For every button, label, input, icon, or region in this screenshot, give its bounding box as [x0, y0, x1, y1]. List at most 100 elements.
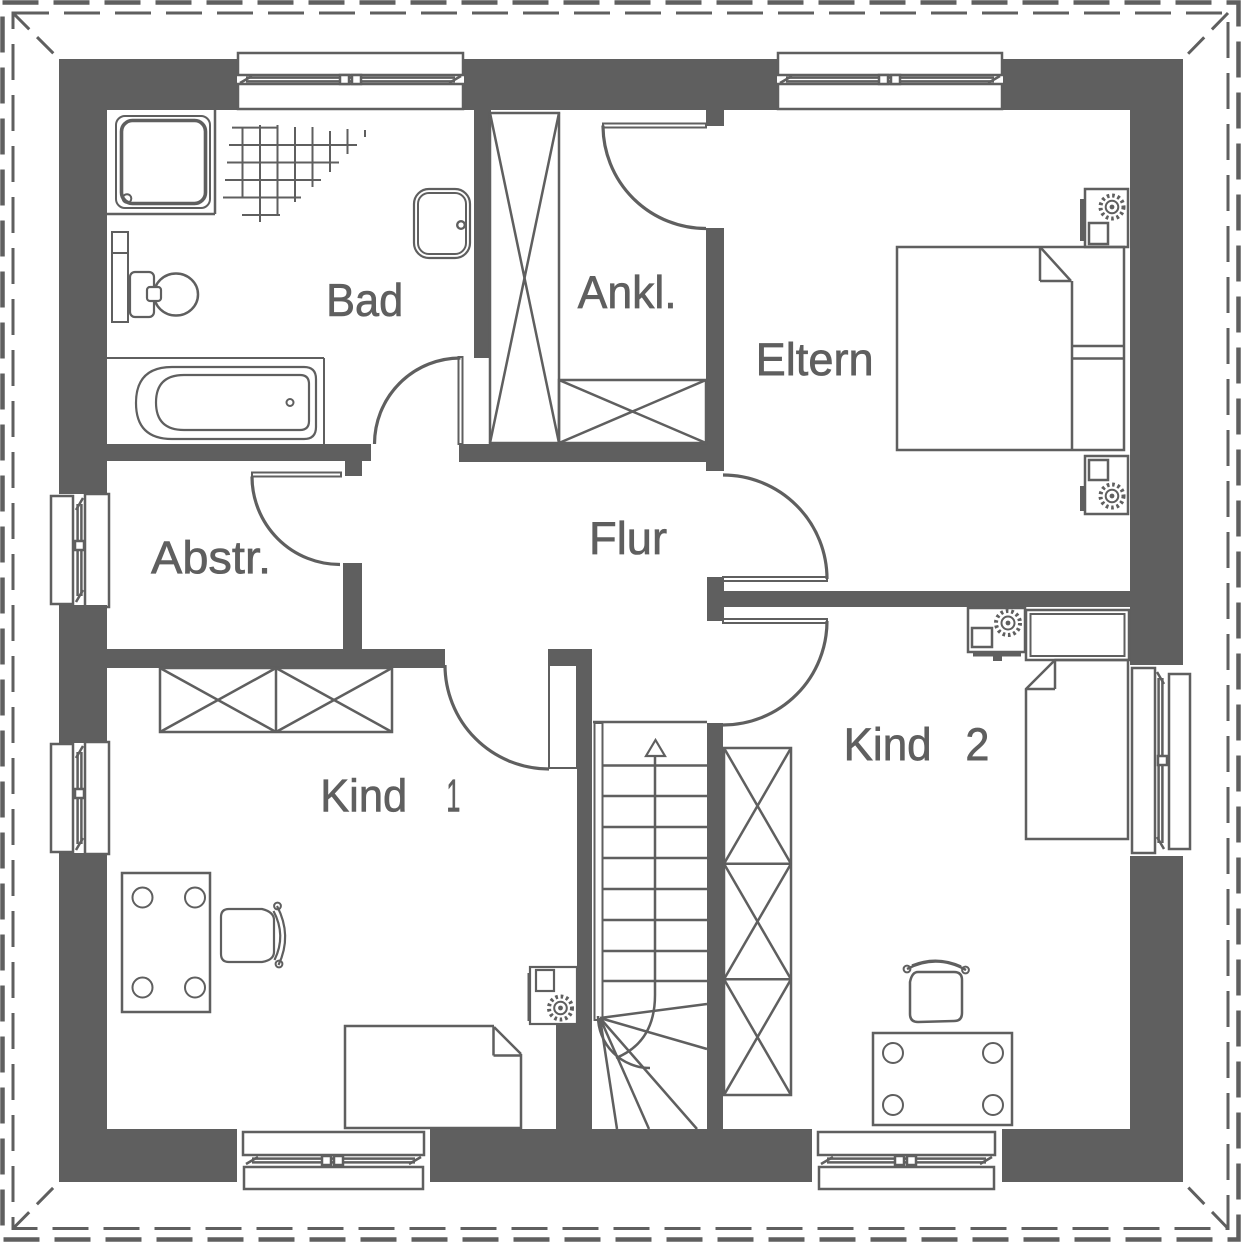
door-eltern-swing	[722, 473, 829, 580]
washbasin	[412, 187, 472, 260]
stair-direction-arrow	[644, 737, 667, 758]
wardrobe-ankleide-tall	[488, 111, 561, 445]
door-kind1	[443, 664, 578, 771]
chair-kind1	[219, 901, 287, 969]
door-abstellraum-leaf	[251, 471, 342, 478]
wall-ankleide-eltern	[706, 228, 724, 471]
bed-kind2-pillow	[1024, 608, 1131, 662]
wall-flur-east-stub	[707, 577, 724, 621]
toilet-flush	[145, 285, 163, 303]
room-labels: Bad Ankl. Eltern Abstr. Flur Kind 1 Kind…	[151, 266, 990, 822]
door-eltern-leaf	[722, 576, 828, 582]
roof-hip-bottom-right	[1181, 1180, 1230, 1230]
bathtub-inner	[154, 373, 311, 432]
roof-eave-dashed-rect	[11, 11, 1230, 1230]
desk-kind2	[871, 1031, 1014, 1127]
stair-winder-treads	[596, 1002, 708, 1130]
bed-kind2	[1024, 608, 1131, 841]
exterior-wall-left	[59, 59, 107, 1182]
toilet	[111, 231, 200, 323]
window-kind1-south	[237, 1129, 430, 1191]
washbasin-outer	[412, 187, 472, 260]
heater-dial-dotted	[547, 994, 574, 1022]
bathtub-outer	[134, 365, 318, 441]
wall-eltern-kind2	[723, 591, 1130, 607]
exterior-wall-bottom	[59, 1129, 1183, 1182]
wall-stairwell-west	[577, 665, 592, 1024]
nightstand-south-tab	[1080, 486, 1085, 511]
bathroom-tiles	[223, 125, 366, 222]
room-label-bad: Bad	[326, 274, 403, 326]
toilet-cistern-panel	[111, 231, 129, 323]
window-eltern	[776, 51, 1004, 111]
exterior-wall-right	[1130, 59, 1183, 1182]
wardrobe-kind1	[158, 666, 394, 734]
kind2-furniture	[722, 606, 1131, 1127]
room-label-kind2: Kind 2	[843, 718, 989, 771]
stair-stringer	[593, 722, 604, 1021]
room-label-ankleide: Ankl.	[578, 266, 677, 318]
door-bad	[372, 356, 464, 445]
chair-kind2	[902, 959, 970, 1024]
window-kind2-south	[812, 1129, 1002, 1191]
nightstand-north	[1080, 187, 1130, 249]
chair-kind1-back-inner	[272, 910, 282, 961]
door-abstellraum-swing	[250, 476, 341, 567]
bed-kind1-outline	[343, 1024, 523, 1130]
window-abstellraum	[49, 492, 111, 609]
wall-ankleide-eltern-top-stub	[706, 110, 724, 126]
wall-stairwell-west-lower	[556, 1024, 592, 1129]
roof-hip-bottom-left	[11, 1180, 61, 1230]
lamp-dotted-ring	[1098, 193, 1126, 221]
desk-kind1	[120, 871, 212, 1014]
windows	[49, 51, 1192, 1191]
exterior-wall-top	[59, 59, 1183, 110]
ankleide-wardrobes	[488, 111, 708, 445]
stair-walk-line	[615, 753, 657, 1060]
roof-hip-top-left	[11, 11, 61, 61]
wall-abstellraum-flur	[343, 563, 362, 668]
double-bed	[895, 245, 1126, 452]
lamp-dotted-ring	[1098, 482, 1126, 510]
interior-walls	[107, 110, 1130, 1129]
room-label-flur: Flur	[589, 512, 667, 564]
window-kind2	[1130, 665, 1192, 856]
room-label-abstellraum: Abstr.	[151, 531, 271, 583]
door-kind1-swing	[443, 664, 550, 771]
bed-kind1	[343, 1024, 523, 1130]
door-ankleide-leaf	[602, 122, 707, 129]
bathtub	[107, 357, 325, 444]
svg-text:Kind: Kind	[844, 718, 932, 770]
washbasin-inner	[417, 192, 467, 255]
door-bad-leaf	[457, 356, 464, 445]
chair-kind2-seat	[908, 970, 964, 1024]
kind1-furniture	[120, 666, 579, 1130]
wall-kind1-door-stub	[548, 649, 592, 665]
door-ankleide-swing	[601, 125, 707, 231]
bed-kind2-fold	[1026, 660, 1057, 691]
eltern-furniture	[895, 187, 1130, 516]
nightstand-north-top	[1080, 199, 1085, 241]
window-bad	[236, 51, 465, 111]
heater-kind1	[527, 965, 579, 1026]
door-bad-swing	[372, 356, 461, 445]
door-kind1-leaf	[548, 664, 578, 769]
shower-tray-outer	[115, 115, 211, 209]
wall-bad-south	[107, 444, 371, 461]
double-bed-outline	[895, 245, 1126, 452]
bathtub-drain	[285, 398, 295, 407]
door-abstellraum	[250, 471, 342, 567]
shower-tray-inner	[119, 118, 208, 206]
room-label-kind1-number: 1	[446, 769, 460, 821]
chair-kind2-back-inner	[911, 959, 962, 968]
wall-stairwell-east	[707, 723, 723, 1129]
wall-bad-ankleide	[474, 110, 491, 358]
bed-kind1-fold	[492, 1026, 522, 1057]
door-kind2-swing	[722, 620, 829, 727]
door-eltern	[722, 473, 829, 582]
room-label-kind1: Kind 1	[320, 769, 461, 822]
stair-winder-arc	[596, 1015, 651, 1070]
